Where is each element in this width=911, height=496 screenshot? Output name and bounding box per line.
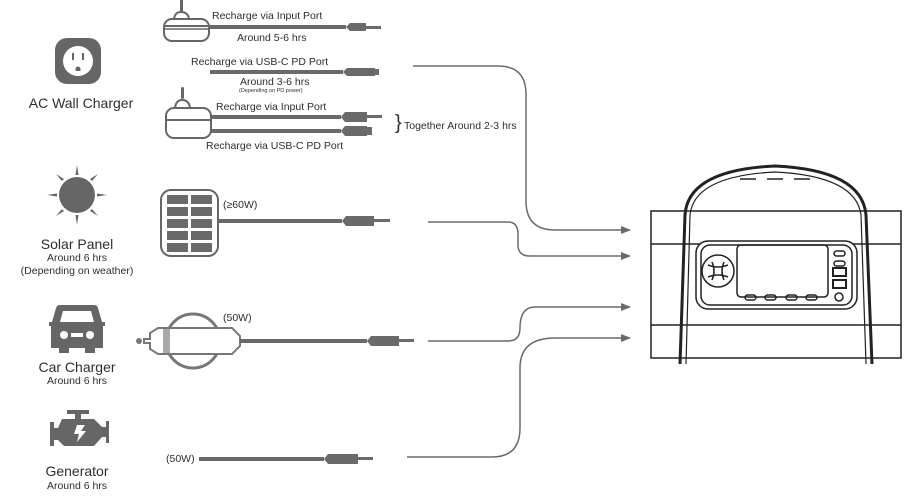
- cable-label-ac-input: Recharge via Input Port: [212, 10, 323, 22]
- cable-time-ac-input: Around 5-6 hrs: [237, 32, 307, 44]
- source-title-ac: AC Wall Charger: [28, 95, 134, 111]
- power-station-device: [650, 164, 902, 365]
- cable-power-generator: (50W): [166, 453, 195, 465]
- ac-adapter-input-cable: [163, 0, 381, 42]
- cable-label-dual-input: Recharge via Input Port: [216, 101, 327, 113]
- car-charger-plug: [136, 312, 414, 370]
- generator-cable: [199, 454, 373, 464]
- source-time-generator: Around 6 hrs: [46, 480, 108, 492]
- cable-note-usbc: (Depending on PD power): [239, 88, 303, 94]
- flow-line-ac: [413, 65, 631, 234]
- cable-label-dual-usbc: Recharge via USB-C PD Port: [206, 140, 344, 152]
- source-time-solar: Around 6 hrs: [46, 252, 108, 264]
- usbc-cable: [210, 68, 379, 76]
- brace-icon: }: [395, 112, 402, 134]
- engine-icon: [50, 410, 109, 446]
- sun-icon: [47, 165, 107, 225]
- cable-power-solar: (≥60W): [223, 199, 258, 211]
- car-icon: [49, 304, 105, 353]
- source-title-car: Car Charger: [38, 359, 116, 375]
- cable-power-car: (50W): [223, 312, 252, 324]
- wall-outlet-icon: [55, 38, 101, 84]
- source-title-solar: Solar Panel: [40, 236, 114, 252]
- solar-panel-icon: [160, 189, 390, 257]
- flow-line-solar: [428, 221, 631, 260]
- source-title-generator: Generator: [45, 463, 109, 479]
- flow-line-generator: [407, 334, 631, 458]
- cable-label-usbc: Recharge via USB-C PD Port: [191, 56, 329, 68]
- cable-time-usbc: Around 3-6 hrs: [240, 76, 310, 88]
- ac-adapter-dual-cable: [165, 87, 382, 139]
- flow-line-car: [428, 303, 631, 342]
- source-time-car: Around 6 hrs: [46, 375, 108, 387]
- source-note-solar: (Depending on weather): [20, 265, 134, 277]
- cable-time-dual: Together Around 2-3 hrs: [404, 120, 517, 132]
